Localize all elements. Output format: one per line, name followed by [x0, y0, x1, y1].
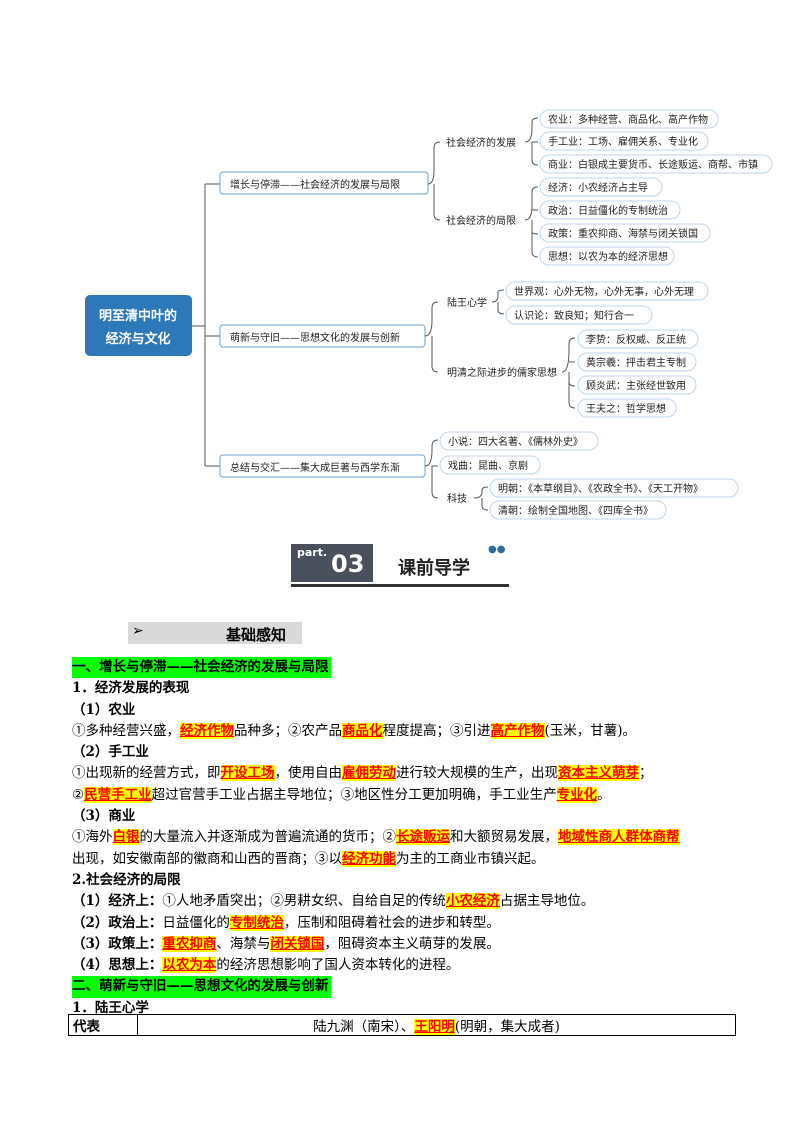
document-body: 一、增长与停滞——社会经济的发展与局限 1．经济发展的表现 （1）农业 ①多种经… [72, 657, 740, 1019]
branch-label-2: 萌新与守旧——思想文化的发展与创新 [230, 331, 400, 344]
group-label-tech: 科技 [447, 492, 467, 505]
leaf-wangfuzhi: 王夫之：哲学思想 [586, 402, 666, 415]
para-craft-2: ②民营手工业超过官营手工业占据主导地位；③地区性分工更加明确，手工业生产专业化。 [72, 786, 611, 803]
leaf-limit-economy: 经济：小农经济占主导 [548, 181, 648, 194]
subheading-craft: （2）手工业 [72, 744, 149, 761]
mind-map: 明至清中叶的 经济与文化 增长与停滞——社会经济的发展与局限 萌新与守旧——思想… [85, 109, 773, 520]
leaf-agri: 农业：多种经营、商品化、高产作物 [548, 113, 708, 126]
group-label-economy-limit: 社会经济的局限 [446, 214, 516, 227]
leaf-limit-politics: 政治：日益僵化的专制统治 [548, 204, 668, 217]
para-limit-3: （3）政策上：重农抑商、海禁与闭关锁国，阻碍资本主义萌芽的发展。 [72, 935, 500, 952]
arrow-bullet-icon: ➢ [132, 623, 144, 639]
para-craft-1: ①出现新的经营方式，即开设工场，使用自由雇佣劳动进行较大规模的生产，出现资本主义… [72, 765, 653, 782]
decorative-dots-icon: ●● [488, 544, 506, 555]
leaf-commerce: 商业：白银成主要货币、长途贩运、商帮、市镇 [548, 158, 758, 171]
part-underline [291, 584, 509, 587]
table-cell-value: 陆九渊（南宋）、王阳明(明朝，集大成者) [137, 1014, 736, 1036]
heading-3: 1．陆王心学 [72, 999, 149, 1016]
heading-1: 1．经济发展的表现 [72, 680, 190, 697]
para-limit-2: （2）政治上：日益僵化的专制统治，压制和阻碍着社会的进步和转型。 [72, 914, 500, 931]
para-commerce-2: 出现，如安徽南部的徽商和山西的晋商；③以经济功能为主的工商业市镇兴起。 [72, 850, 545, 867]
branch-label-3: 总结与交汇——集大成巨著与西学东渐 [230, 461, 400, 474]
table-cell-label: 代表 [68, 1014, 138, 1036]
part-title: 课前导学 [398, 558, 470, 579]
mind-map-root-line2: 经济与文化 [105, 331, 170, 347]
leaf-novel: 小说：四大名著、《儒林外史》 [448, 435, 583, 448]
leaf-ming-tech: 明朝：《本草纲目》、《农政全书》、《天工开物》 [498, 482, 703, 495]
leaf-limit-thought: 思想：以农为本的经济思想 [548, 250, 668, 263]
para-limit-4: （4）思想上：以农为本的经济思想影响了国人资本转化的进程。 [72, 957, 460, 974]
group-label-ming-qing-thought: 明清之际进步的儒家思想 [447, 366, 557, 379]
mind-map-root [85, 295, 192, 356]
subheading-agri: （1）农业 [72, 701, 136, 718]
leaf-opera: 戏曲：昆曲、京剧 [448, 459, 528, 472]
leaf-worldview: 世界观：心外无物，心外无事，心外无理 [514, 285, 694, 298]
branch-label-1: 增长与停滞——社会经济的发展与局限 [230, 178, 400, 191]
leaf-qing-tech: 清朝：绘制全国地图、《四库全书》 [498, 504, 653, 517]
group-label-luwang: 陆王心学 [447, 296, 487, 309]
leaf-craft: 手工业：工场、雇佣关系、专业化 [548, 135, 698, 148]
section1-title: 一、增长与停滞——社会经济的发展与局限 [72, 657, 331, 679]
branch-box-1 [219, 171, 429, 195]
leaf-lizhi: 李贽：反权威、反正统 [586, 333, 686, 346]
section-heading-basics-title: 基础感知 [226, 626, 287, 644]
representatives-table: 代表 陆九渊（南宋）、王阳明(明朝，集大成者) [68, 1014, 736, 1036]
table-row: 代表 陆九渊（南宋）、王阳明(明朝，集大成者) [68, 1014, 736, 1036]
group-label-economy-dev: 社会经济的发展 [446, 136, 516, 149]
para-agri: ①多种经营兴盛，经济作物品种多；②农产品商品化程度提高；③引进高产作物(玉米，甘… [72, 722, 637, 739]
leaf-guyanwu: 顾炎武：主张经世致用 [586, 379, 686, 392]
part-number: 03 [331, 550, 365, 578]
leaf-huangzongxi: 黄宗羲：抨击君主专制 [586, 356, 686, 369]
para-limit-1: （1）经济上：①人地矛盾突出；②男耕女织、自给自足的传统小农经济占据主导地位。 [72, 893, 595, 910]
section-heading-basics: ➢ 基础感知 [128, 622, 302, 644]
mind-map-root-line1: 明至清中叶的 [99, 308, 177, 324]
para-commerce-1: ①海外白银的大量流入并逐渐成为普遍流通的货币；②长途贩运和大额贸易发展，地域性商… [72, 829, 680, 846]
heading-2: 2.社会经济的局限 [72, 871, 181, 888]
leaf-epistemology: 认识论：致良知；知行合一 [514, 309, 634, 322]
subheading-commerce: （3）商业 [72, 808, 136, 825]
section2-title: 二、萌新与守旧——思想文化的发展与创新 [72, 976, 331, 998]
part-label-box: part. 03 [291, 544, 373, 582]
part-word: part. [297, 546, 328, 559]
leaf-limit-policy: 政策：重农抑商、海禁与闭关锁国 [548, 227, 698, 240]
